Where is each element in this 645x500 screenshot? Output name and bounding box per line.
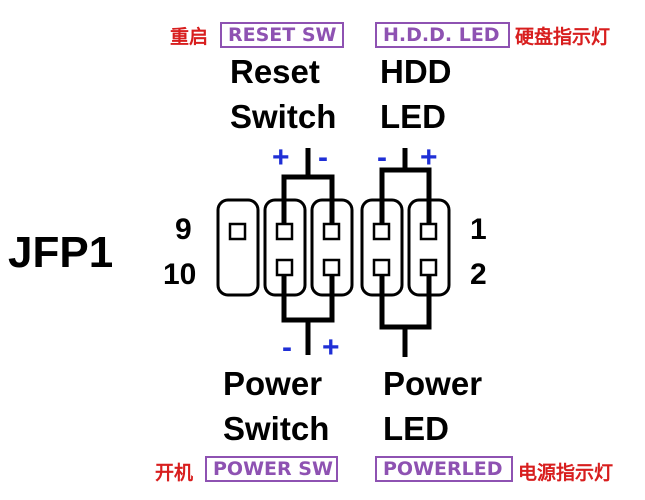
power-led-chinese-label: 电源指示灯 — [518, 462, 614, 484]
hdd-led-tag: H.D.D. LED — [375, 22, 510, 48]
power-led-label-line2: LED — [383, 410, 449, 447]
power-switch-plus-sign: + — [322, 331, 340, 364]
power-switch-label-line1: Power — [223, 365, 323, 402]
pin-number-1: 1 — [470, 213, 487, 246]
power-switch-minus-sign: - — [282, 331, 292, 364]
reset-minus-sign: - — [318, 141, 328, 174]
pin-square — [322, 258, 341, 277]
pin-square — [419, 222, 438, 241]
pin-housing-1 — [216, 198, 260, 297]
pin-square — [372, 222, 391, 241]
power-led-label-line1: Power — [383, 365, 483, 402]
reset-sw-tag: RESET SW — [220, 22, 344, 48]
pin-square — [322, 222, 341, 241]
hdd-plus-sign: + — [420, 141, 438, 174]
hdd-label-line2: LED — [380, 98, 446, 135]
pin-square — [372, 258, 391, 277]
hdd-label-line1: HDD — [380, 53, 452, 90]
power-led-tag: POWERLED — [375, 456, 513, 482]
reset-label-line1: Reset — [230, 53, 320, 90]
pin-square — [228, 222, 247, 241]
reset-wire — [281, 148, 335, 224]
power-led-wire — [379, 275, 432, 357]
pin-square — [419, 258, 438, 277]
reset-plus-sign: + — [272, 141, 290, 174]
power-switch-label-line2: Switch — [223, 410, 330, 447]
reset-label-line2: Switch — [230, 98, 337, 135]
pin-number-2: 2 — [470, 258, 487, 291]
hdd-minus-sign: - — [377, 141, 387, 174]
pin-number-9: 9 — [175, 213, 192, 246]
hdd-chinese-label: 硬盘指示灯 — [515, 26, 611, 48]
power-switch-wire — [281, 275, 335, 355]
pin-number-10: 10 — [163, 258, 197, 291]
pin-square — [275, 258, 294, 277]
pin-square — [275, 222, 294, 241]
reset-chinese-label: 重启 — [170, 26, 209, 48]
header-name-jfp1: JFP1 — [8, 228, 114, 277]
hdd-wire — [379, 148, 432, 224]
power-sw-tag: POWER SW — [205, 456, 338, 482]
power-switch-chinese-label: 开机 — [155, 462, 194, 484]
